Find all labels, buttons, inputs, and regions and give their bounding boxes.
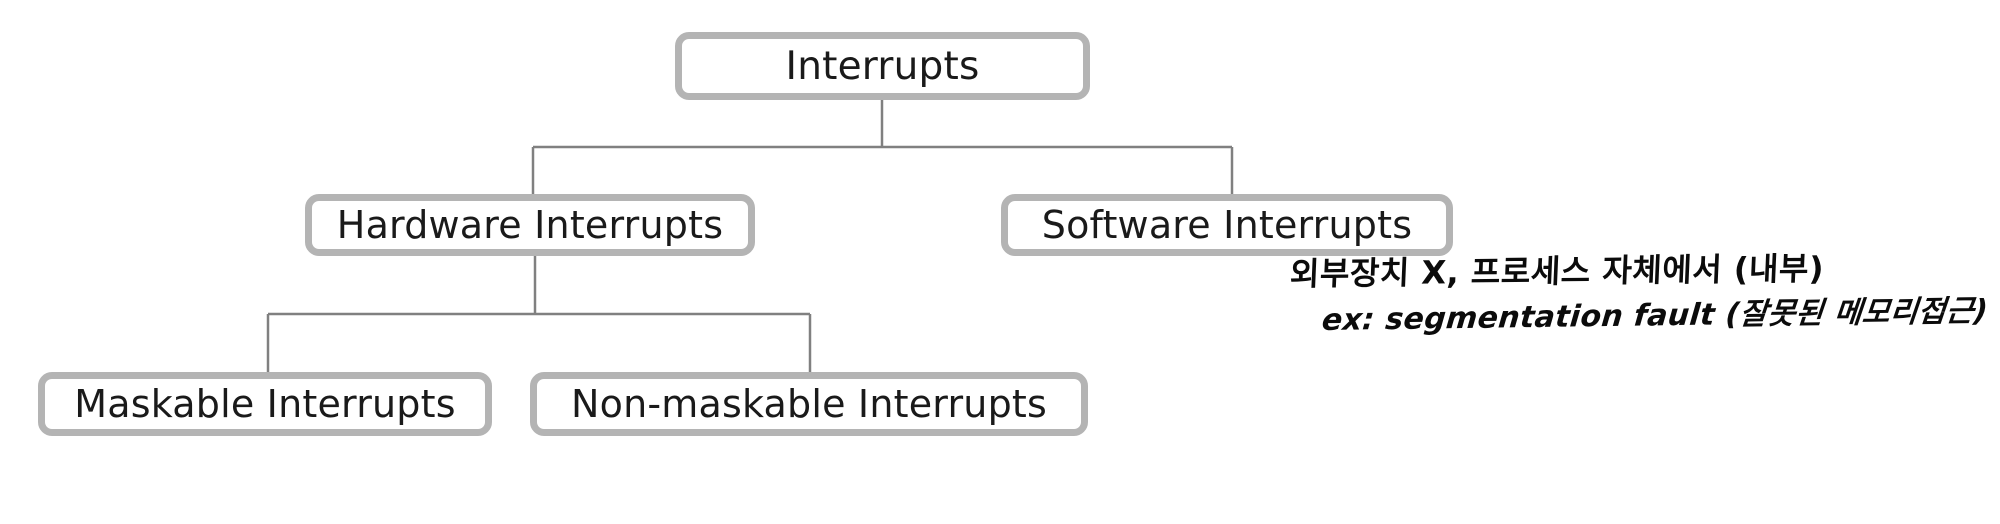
node-software-interrupts-label: Software Interrupts bbox=[1041, 203, 1413, 247]
node-maskable-interrupts[interactable]: Maskable Interrupts bbox=[38, 372, 492, 436]
handwritten-annotation: 외부장치 X, 프로세스 자체에서 (내부) ex: segmentation … bbox=[1289, 249, 1990, 338]
node-non-maskable-interrupts[interactable]: Non-maskable Interrupts bbox=[530, 372, 1088, 436]
annotation-line-2: ex: segmentation fault (잘못된 메모리접근) bbox=[1320, 293, 1990, 338]
node-software-interrupts[interactable]: Software Interrupts bbox=[1001, 194, 1453, 256]
node-non-maskable-interrupts-label: Non-maskable Interrupts bbox=[571, 382, 1047, 426]
annotation-line-1: 외부장치 X, 프로세스 자체에서 (내부) bbox=[1289, 249, 1825, 293]
node-maskable-interrupts-label: Maskable Interrupts bbox=[74, 382, 456, 426]
node-interrupts[interactable]: Interrupts bbox=[675, 32, 1090, 100]
node-hardware-interrupts[interactable]: Hardware Interrupts bbox=[305, 194, 755, 256]
node-hardware-interrupts-label: Hardware Interrupts bbox=[336, 203, 724, 247]
node-interrupts-label: Interrupts bbox=[785, 43, 980, 89]
